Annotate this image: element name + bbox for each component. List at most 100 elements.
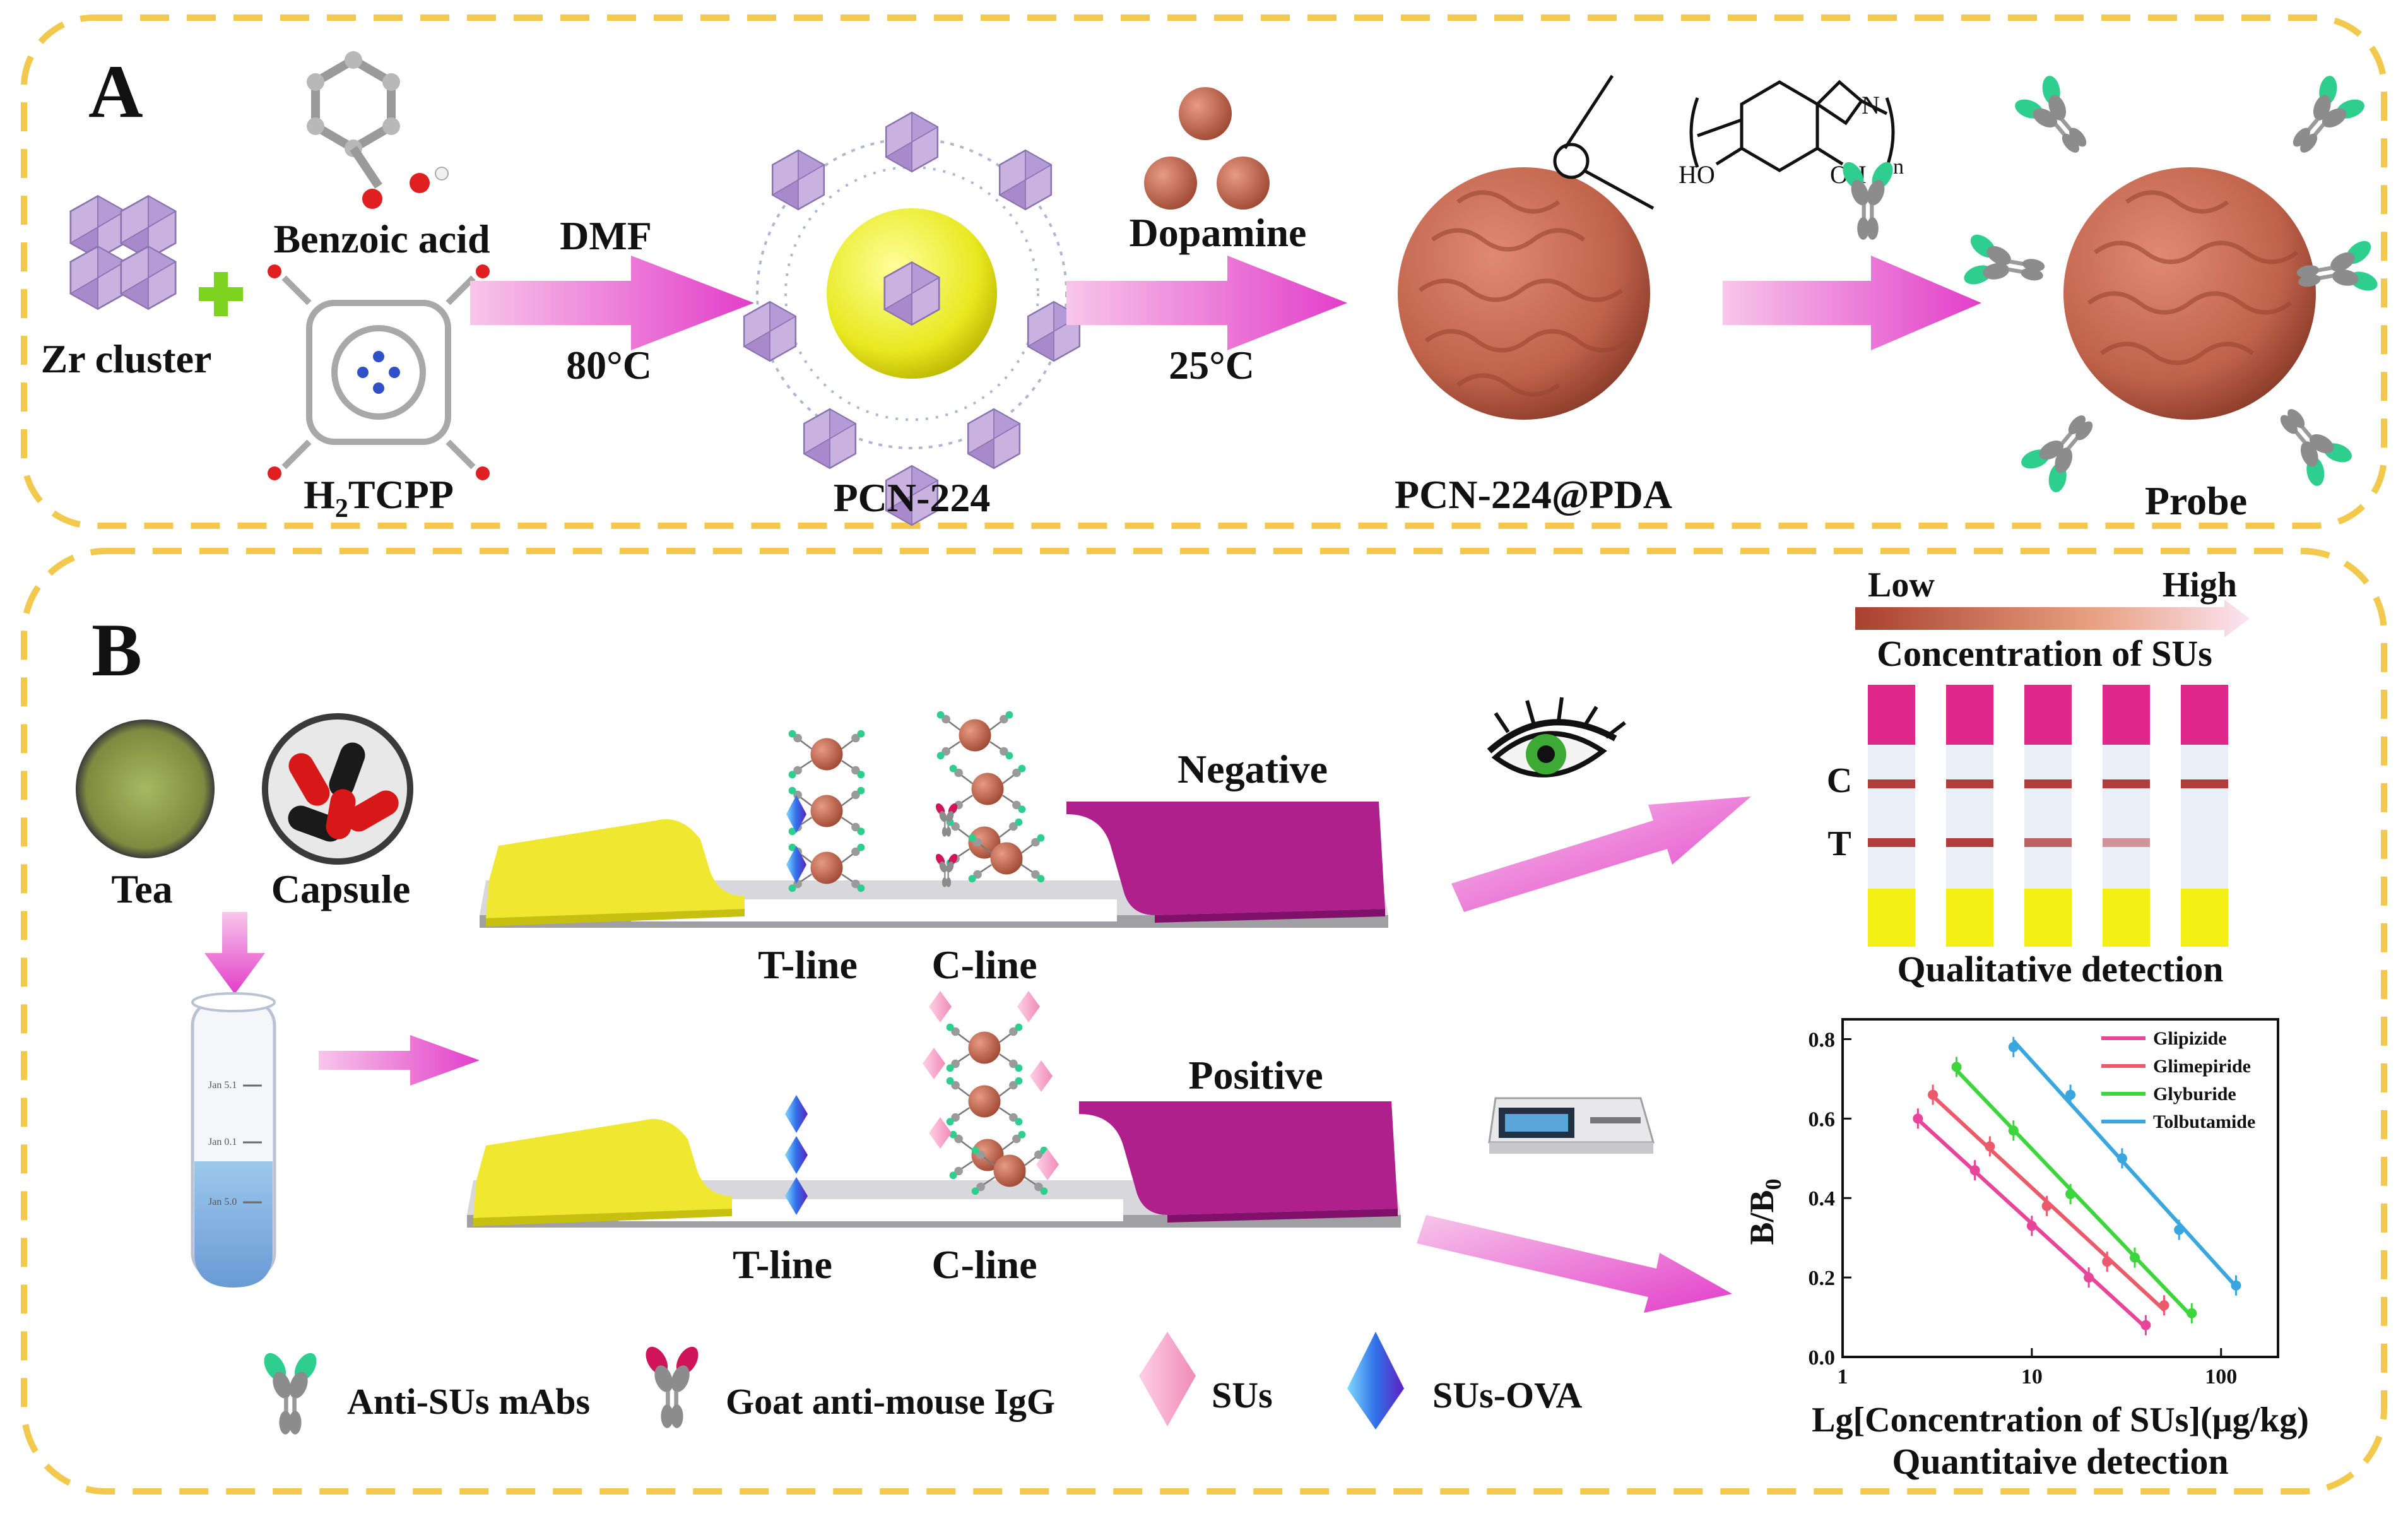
pcn-224-label: PCN-224 <box>834 475 991 520</box>
concentration-label: Concentration of SUs <box>1877 633 2212 674</box>
zr-cluster-label: Zr cluster <box>41 336 212 381</box>
h2tcpp-label: H2TCPP <box>304 472 454 523</box>
strip-4-sample-pad <box>2103 685 2150 745</box>
strip-1-sample-pad <box>1868 685 1915 745</box>
probe-icon <box>1959 68 2383 500</box>
data-point-glimepiride <box>1985 1141 1995 1152</box>
positive-t-line-label: T-line <box>733 1242 832 1287</box>
negative-t-line-conjugates <box>786 729 866 893</box>
strip-2-t-line <box>1946 838 1993 847</box>
strip-5-absorbent-pad <box>2181 889 2228 947</box>
sus-diamond-icon <box>1139 1332 1196 1426</box>
strip-4-c-line <box>2103 779 2150 788</box>
capsule-dish-icon <box>262 713 413 865</box>
y-tick-label: 0.6 <box>1809 1108 1836 1131</box>
data-point-glyburide <box>2008 1125 2019 1136</box>
capsule-label: Capsule <box>271 867 411 911</box>
qualitative-detection-label: Qualitative detection <box>1897 949 2223 990</box>
h2tcpp-molecule-icon <box>268 264 490 480</box>
legend-label-glyburide: Glyburide <box>2153 1084 2236 1104</box>
benzoic-acid-molecule-icon <box>307 51 449 209</box>
data-point-glyburide <box>2130 1252 2140 1263</box>
dopamine-label: Dopamine <box>1130 210 1307 255</box>
tea-dish-icon <box>76 720 215 858</box>
data-point-tolbutamide <box>2231 1280 2241 1291</box>
data-point-tolbutamide <box>2065 1089 2076 1100</box>
y-tick-label: 0.0 <box>1809 1346 1836 1370</box>
data-point-glimepiride <box>2102 1256 2113 1267</box>
x-tick-label: 1 <box>1838 1365 1848 1389</box>
t-line-mark: T <box>1827 824 1851 863</box>
series-line-tolbutamide <box>2012 1039 2238 1288</box>
dmf-label: DMF <box>560 213 652 258</box>
temp-80-label: 80°C <box>566 343 652 388</box>
negative-t-line-label: T-line <box>758 942 858 987</box>
strip-4-t-line <box>2103 838 2150 847</box>
positive-strip <box>467 1101 1401 1228</box>
negative-c-line-label: C-line <box>931 942 1037 987</box>
c-line-mark: C <box>1827 761 1852 800</box>
positive-label: Positive <box>1188 1053 1323 1098</box>
strip-3-sample-pad <box>2024 685 2072 745</box>
strip-1-c-line <box>1868 779 1915 788</box>
pcn-224-pda-sphere-icon <box>1398 74 1655 420</box>
legend-label-glipizide: Glipizide <box>2153 1028 2227 1049</box>
positive-t-line-antigen <box>785 1095 808 1215</box>
x-tick-label: 100 <box>2205 1365 2237 1389</box>
strip-5-sample-pad <box>2181 685 2228 745</box>
tube-mark-1: Jan 5.1 <box>208 1080 237 1091</box>
data-point-tolbutamide <box>2174 1224 2185 1235</box>
strip-3-t-line <box>2024 838 2072 847</box>
data-point-tolbutamide <box>2008 1042 2019 1053</box>
pda-structure-icon <box>1689 80 1895 172</box>
data-point-glipizide <box>1913 1113 1923 1124</box>
tube-mark-2: Jan 0.1 <box>208 1137 237 1147</box>
concentration-gradient-arrow <box>1855 600 2250 637</box>
sample-tube-icon <box>191 992 276 1288</box>
pcn-224-pda-label: PCN-224@PDA <box>1395 472 1672 517</box>
extract-arrow <box>204 912 265 994</box>
strip-4-absorbent-pad <box>2103 889 2150 947</box>
strip-3-absorbent-pad <box>2024 889 2072 947</box>
anti-sus-mabs-icon <box>259 1349 321 1435</box>
strip-1-absorbent-pad <box>1868 889 1915 947</box>
y-tick-label: 0.8 <box>1809 1028 1836 1051</box>
tube-mark-3: Jan 5.0 <box>208 1197 237 1207</box>
eye-icon <box>1487 697 1626 778</box>
temp-25-label: 25°C <box>1169 343 1254 388</box>
strip-2-c-line <box>1946 779 1993 788</box>
sus-ova-diamond-icon <box>1347 1332 1404 1430</box>
panel-b-border <box>21 548 2387 1495</box>
legend-label-tolbutamide: Tolbutamide <box>2153 1111 2255 1132</box>
qualitative-arrow <box>1451 796 1751 912</box>
data-point-glipizide <box>1969 1165 1980 1176</box>
y-tick-label: 0.4 <box>1809 1187 1836 1211</box>
sus-ova-label: SUs-OVA <box>1432 1375 1583 1416</box>
pcn-224-framework-icon <box>743 111 1081 526</box>
qualitative-strips <box>1868 685 2228 947</box>
tea-label: Tea <box>111 867 172 911</box>
strip-2-sample-pad <box>1946 685 1993 745</box>
data-point-glyburide <box>1951 1062 1962 1072</box>
negative-c-line-conjugates <box>934 710 1046 887</box>
data-point-glipizide <box>2084 1272 2094 1283</box>
antibody-icon <box>1838 158 1897 240</box>
quantitative-arrow <box>1417 1215 1732 1313</box>
y-tick-label: 0.2 <box>1809 1267 1836 1290</box>
pda-n-subscript: n <box>1893 155 1904 179</box>
strip-5-c-line <box>2181 779 2228 788</box>
quantitative-detection-label: Quantitaive detection <box>1892 1441 2228 1482</box>
anti-sus-mabs-label: Anti-SUs mAbs <box>347 1381 590 1422</box>
benzoic-acid-label: Benzoic acid <box>273 216 490 261</box>
dopamine-spheres-icon <box>1144 87 1270 210</box>
data-point-glipizide <box>2140 1320 2151 1330</box>
probe-label: Probe <box>2145 478 2247 523</box>
legend-label-glimepiride: Glimepiride <box>2153 1056 2251 1077</box>
chart-y-axis-label: B/B0 <box>1743 1178 1786 1245</box>
pda-n-atom: N <box>1862 91 1880 119</box>
reaction-arrow-2 <box>1066 256 1347 350</box>
sus-label: SUs <box>1212 1375 1273 1416</box>
